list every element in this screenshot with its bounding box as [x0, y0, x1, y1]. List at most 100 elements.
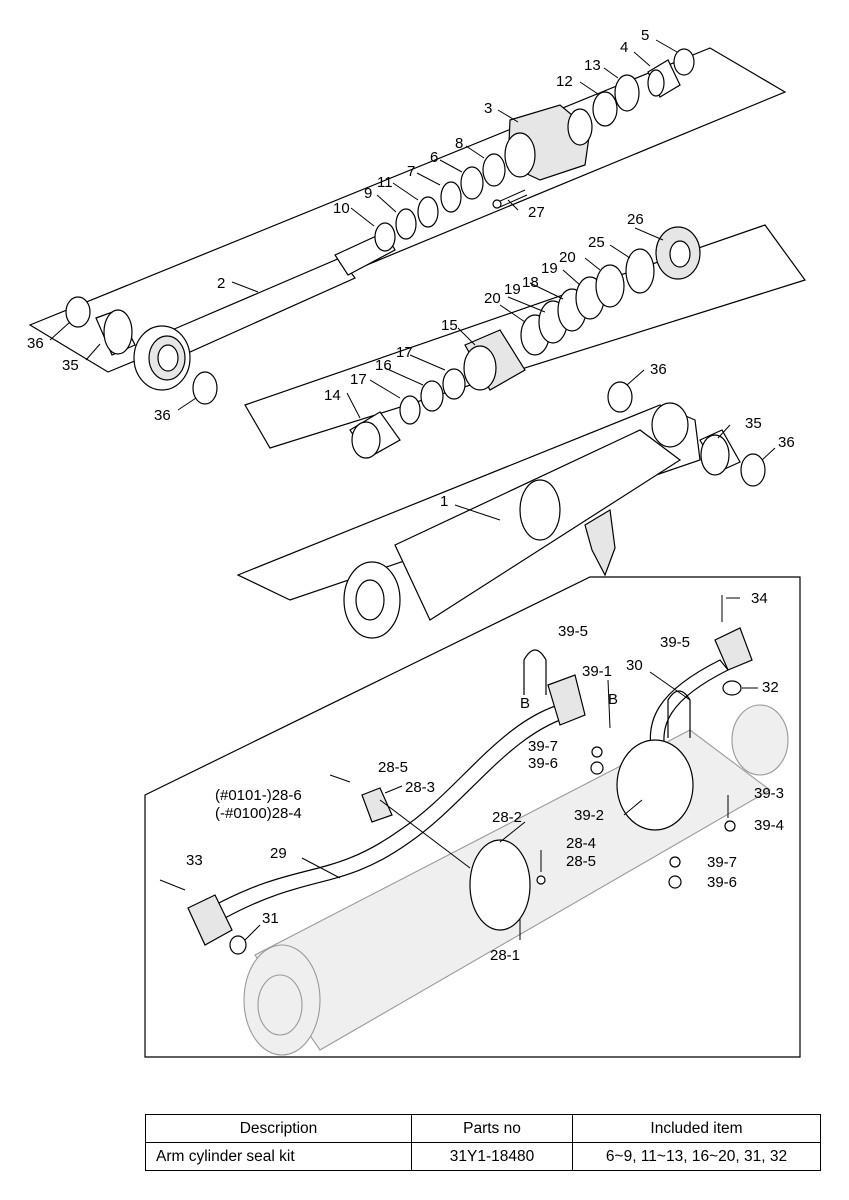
ring-36-right	[740, 453, 766, 487]
label-39-4: 39-4	[754, 817, 784, 834]
ring-10	[374, 222, 396, 252]
label-39-6a: 39-6	[528, 755, 558, 772]
detail-arrow	[584, 509, 616, 577]
label-14: 14	[324, 387, 341, 404]
ring-20-right	[595, 264, 625, 308]
rod-assembly-panel	[28, 47, 787, 405]
label-B-right: B	[608, 691, 618, 708]
label-36d: 36	[778, 434, 795, 451]
ring-12	[592, 91, 618, 127]
piping-detail-panel	[144, 576, 801, 1058]
cell-included-item: 6~9, 11~13, 16~20, 31, 32	[572, 1142, 821, 1171]
label-25: 25	[588, 234, 605, 251]
label-39-5b: 39-5	[660, 634, 690, 651]
label-34: 34	[751, 590, 768, 607]
arm-cylinder-exploded-diagram: 1 2 3 4 5 6 7 8 9 10 11 12 13 14 15 16 1…	[27, 27, 806, 1058]
col-parts-no: Parts no	[411, 1114, 573, 1143]
label-1: 1	[440, 493, 448, 510]
col-description: Description	[145, 1114, 412, 1143]
ring-6	[460, 166, 484, 200]
bolt-28-6	[329, 774, 351, 783]
washer-39-4	[724, 820, 736, 832]
label-19a: 19	[504, 281, 521, 298]
label-28-5b: 28-5	[566, 853, 596, 870]
tube-panel	[236, 381, 766, 639]
table-row: Arm cylinder seal kit 31Y1-18480 6~9, 11…	[145, 1142, 821, 1171]
label-36b: 36	[154, 407, 171, 424]
cell-description: Arm cylinder seal kit	[145, 1142, 412, 1171]
col-included-item: Included item	[572, 1114, 821, 1143]
label-6: 6	[430, 149, 438, 166]
seal-kit-table: Description Parts no Included item Arm c…	[145, 1114, 821, 1171]
ring-17-right	[442, 368, 466, 400]
label-29: 29	[270, 845, 287, 862]
clamp-band-28	[469, 839, 531, 931]
cell-parts-no: 31Y1-18480	[411, 1142, 573, 1171]
nut-39-6-bottom	[668, 875, 682, 889]
label-4: 4	[620, 39, 628, 56]
bushing-4	[647, 59, 681, 98]
label-30: 30	[626, 657, 643, 674]
label-8: 8	[455, 135, 463, 152]
ring-36-left-bottom	[192, 371, 218, 405]
label-9: 9	[364, 185, 372, 202]
ring-25	[625, 248, 655, 294]
label-39-7b: 39-7	[707, 854, 737, 871]
washer-39-7-top	[591, 746, 603, 758]
piston-panel	[244, 224, 806, 459]
nut-39-6-top	[590, 761, 604, 775]
callout-labels: 1 2 3 4 5 6 7 8 9 10 11 12 13 14 15 16 1…	[27, 27, 795, 964]
piston-rod	[133, 231, 396, 391]
label-35a: 35	[62, 357, 79, 374]
label-7: 7	[407, 163, 415, 180]
label-15: 15	[441, 317, 458, 334]
ring-5	[673, 48, 695, 76]
washer-39-7-bottom	[669, 856, 681, 868]
label-16: 16	[375, 357, 392, 374]
ring-16	[420, 380, 444, 412]
ring-17-left	[399, 395, 421, 425]
label-28-4b: (-#0100)28-4	[215, 805, 302, 822]
label-39-5a: 39-5	[558, 623, 588, 640]
label-18: 18	[522, 274, 539, 291]
label-13: 13	[584, 57, 601, 74]
nut-26	[655, 226, 701, 280]
label-31: 31	[262, 910, 279, 927]
label-28-6: (#0101-)28-6	[215, 787, 302, 804]
label-28-3: 28-3	[405, 779, 435, 796]
label-39-3: 39-3	[754, 785, 784, 802]
o-ring-32	[722, 680, 742, 696]
label-17a: 17	[350, 371, 367, 388]
label-20b: 20	[559, 249, 576, 266]
label-27: 27	[528, 204, 545, 221]
label-28-5a: 28-5	[378, 759, 408, 776]
ring-9	[395, 208, 417, 240]
piston-15	[463, 329, 526, 391]
bolt-27	[492, 189, 528, 209]
flange-29-end	[187, 894, 233, 946]
ring-36-top	[607, 381, 633, 413]
ring-8	[482, 153, 506, 187]
washer-28-5	[536, 875, 546, 885]
label-17b: 17	[396, 344, 413, 361]
label-5: 5	[641, 27, 649, 44]
block-28-3	[361, 787, 393, 823]
u-bolt-39-5-left	[523, 649, 547, 695]
label-12: 12	[556, 73, 573, 90]
label-2: 2	[217, 275, 225, 292]
label-28-2: 28-2	[492, 809, 522, 826]
label-39-6b: 39-6	[707, 874, 737, 891]
ring-36-left-top	[65, 296, 91, 328]
label-39-2: 39-2	[574, 807, 604, 824]
label-3: 3	[484, 100, 492, 117]
label-20a: 20	[484, 290, 501, 307]
label-39-7a: 39-7	[528, 738, 558, 755]
bolt-33	[159, 879, 186, 891]
label-28-1: 28-1	[490, 947, 520, 964]
label-33: 33	[186, 852, 203, 869]
bushing-35-right	[699, 429, 741, 476]
table-header-row: Description Parts no Included item	[145, 1114, 821, 1143]
label-39-1: 39-1	[582, 663, 612, 680]
ring-7	[440, 181, 462, 213]
label-10: 10	[333, 200, 350, 217]
